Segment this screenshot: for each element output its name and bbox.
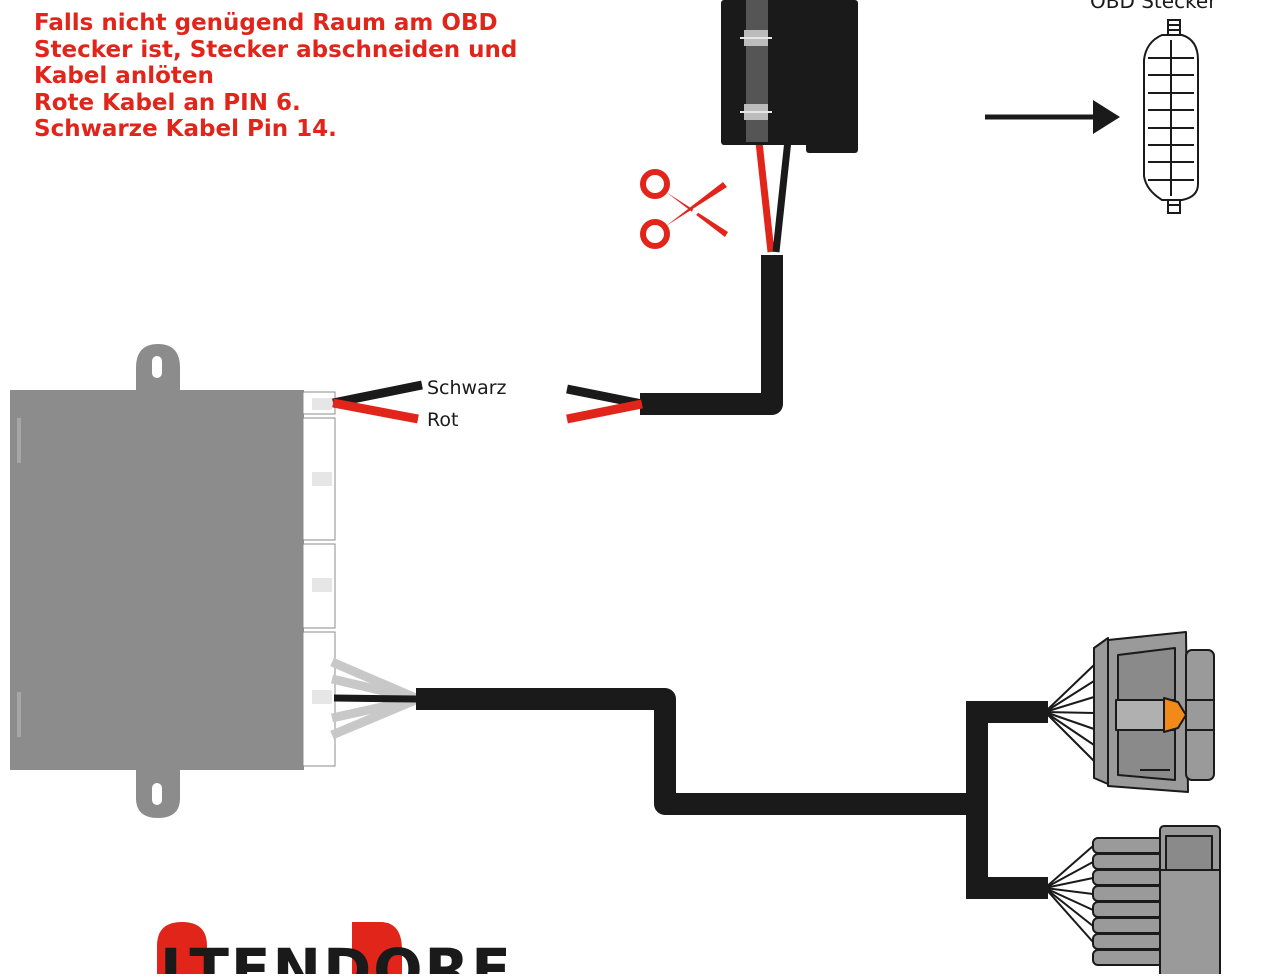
note-line-1: Falls nicht genügend Raum am OBD <box>34 10 498 36</box>
note-line-2: Stecker ist, Stecker abschneiden und <box>34 36 518 63</box>
module-black-wire <box>332 380 423 408</box>
harness-cable <box>416 688 977 815</box>
connector-fan-wires <box>1044 664 1095 943</box>
logo-letter-d <box>352 922 402 974</box>
harness-black-core <box>333 694 417 703</box>
obd-black-wire <box>772 139 792 253</box>
obd-cable <box>640 255 783 415</box>
obd-socket <box>1143 19 1199 214</box>
obd-plug-stripe <box>746 0 768 142</box>
module-box <box>10 344 336 818</box>
obd-plug <box>721 0 858 153</box>
module-red-wire <box>332 398 419 424</box>
wire-label-black: Schwarz <box>427 377 507 399</box>
obd-plug-step <box>806 0 858 153</box>
note-line-3: Kabel anlöten <box>34 63 214 89</box>
cable-end-red-wire <box>566 399 643 424</box>
note-line-5: Schwarze Kabel Pin 14. <box>34 116 337 142</box>
scissors-icon <box>640 169 728 249</box>
obd-red-wire <box>755 141 775 253</box>
latch-orange <box>1163 697 1187 733</box>
vehicle-connector-lower <box>1092 825 1221 978</box>
obd-socket-label: OBD Stecker <box>1090 0 1217 13</box>
wire-label-red: Rot <box>427 409 459 431</box>
instruction-note: Falls nicht genügend Raum am OBD Stecker… <box>34 10 634 143</box>
arrow-right-icon <box>985 100 1120 134</box>
cable-end-black-wire <box>566 384 643 409</box>
logo-letter-a <box>157 922 207 974</box>
vehicle-connector-upper <box>1093 631 1215 793</box>
brand-logo <box>157 922 402 974</box>
note-line-4: Rote Kabel an PIN 6. <box>34 89 301 116</box>
